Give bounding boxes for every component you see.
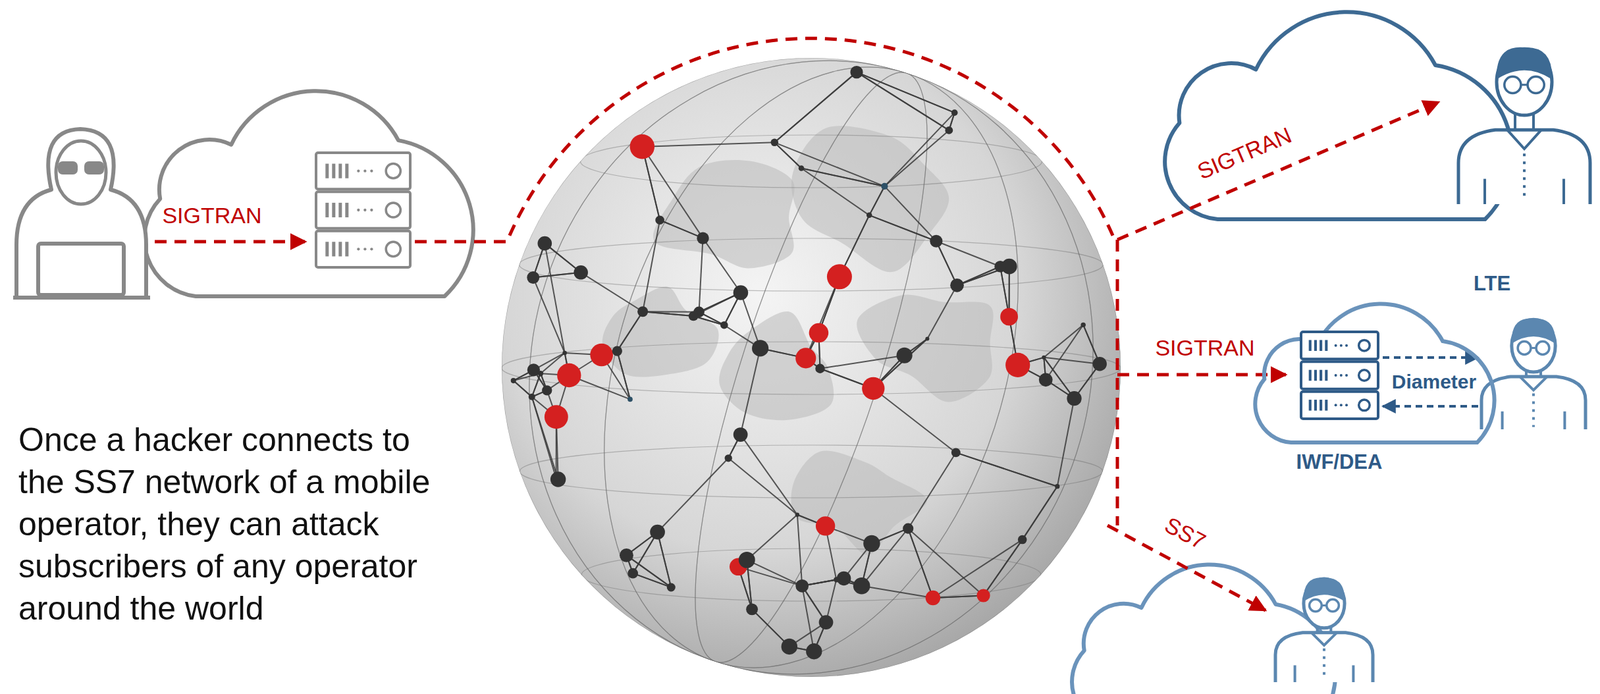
signal-line: [414, 38, 1116, 242]
signal-line: [1117, 102, 1439, 240]
link-label: SIGTRAN: [1154, 335, 1255, 361]
server-icon: [316, 152, 411, 268]
diameter-line: [1382, 356, 1479, 359]
attacker-cloud: [144, 90, 473, 297]
subscriber-icon: [1481, 318, 1586, 430]
clouds: [144, 11, 1512, 694]
link-label: SIGTRAN: [161, 202, 262, 229]
signal-line: [154, 240, 306, 244]
link-label: SS7: [1160, 512, 1210, 556]
subscriber-icon: [1458, 47, 1591, 205]
icons: [13, 47, 1591, 683]
server-outline: [1301, 331, 1405, 419]
node-label: LTE: [1471, 271, 1513, 296]
hacker-icon: [13, 129, 151, 298]
signal-line: [1116, 239, 1120, 526]
protocol-label: Diameter: [1391, 370, 1477, 394]
signal-line: [1117, 373, 1286, 377]
globe: [421, 0, 1201, 694]
node-label: IWF/DEA: [1294, 450, 1385, 475]
subscriber-icon: [1275, 577, 1373, 683]
server-icon: [1301, 331, 1379, 419]
server-node: IWF/DEA: [1301, 331, 1405, 419]
link-label: SIGTRAN: [1193, 122, 1296, 186]
globe-sphere: [501, 57, 1121, 677]
caption-text: Once a hacker connects to the SS7 networ…: [18, 418, 447, 630]
operator-cloud: [1071, 564, 1336, 694]
diameter-line: [1382, 404, 1479, 408]
